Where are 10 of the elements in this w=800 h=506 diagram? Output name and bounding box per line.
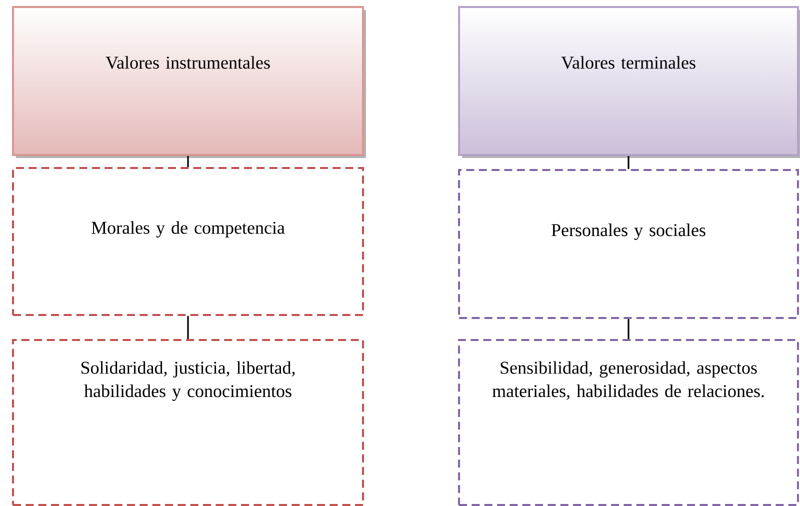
header-box: Valores instrumentales (12, 6, 366, 158)
connector-line (187, 316, 189, 339)
dashed-box: Solidaridad, justicia, libertad, habilidades y conocimientos (12, 338, 364, 506)
connector-line (187, 156, 189, 168)
dashed-box: Sensibilidad, generosidad, aspectos materiales, habilidades de relaciones. (458, 338, 799, 506)
header-box: Valores terminales (458, 6, 800, 158)
dashed-box: Personales y sociales (458, 169, 799, 319)
connector-line (628, 156, 630, 169)
connector-line (628, 318, 630, 339)
dashed-box: Morales y de competencia (12, 167, 364, 316)
